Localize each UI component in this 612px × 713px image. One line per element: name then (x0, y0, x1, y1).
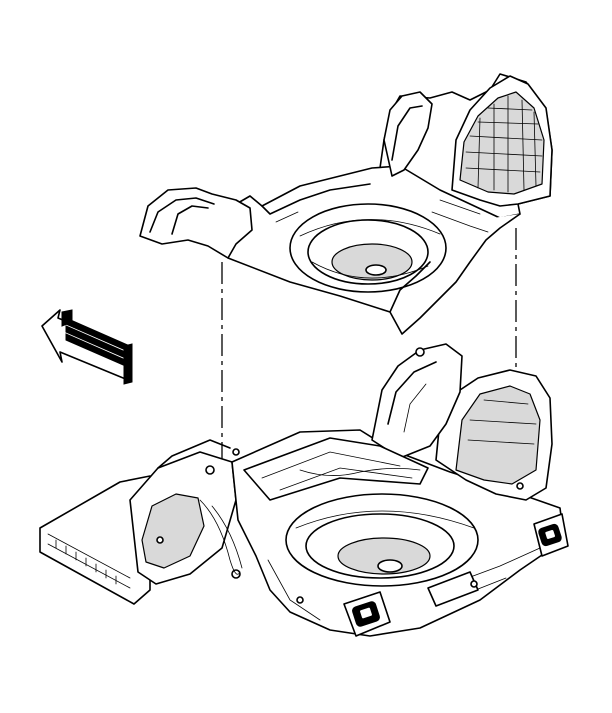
rear-bumper-mounts (343, 513, 569, 637)
front-direction-arrow-icon (41, 309, 133, 385)
fasteners (156, 347, 524, 604)
wheelhouse-grid (465, 95, 543, 193)
underbody-spare-tire-well (285, 493, 479, 587)
vehicle-rear-underbody (39, 343, 569, 637)
flange-tick-marks (55, 539, 117, 585)
spare-tire-well (289, 203, 447, 293)
rear-compartment-floor-panel (139, 73, 553, 335)
